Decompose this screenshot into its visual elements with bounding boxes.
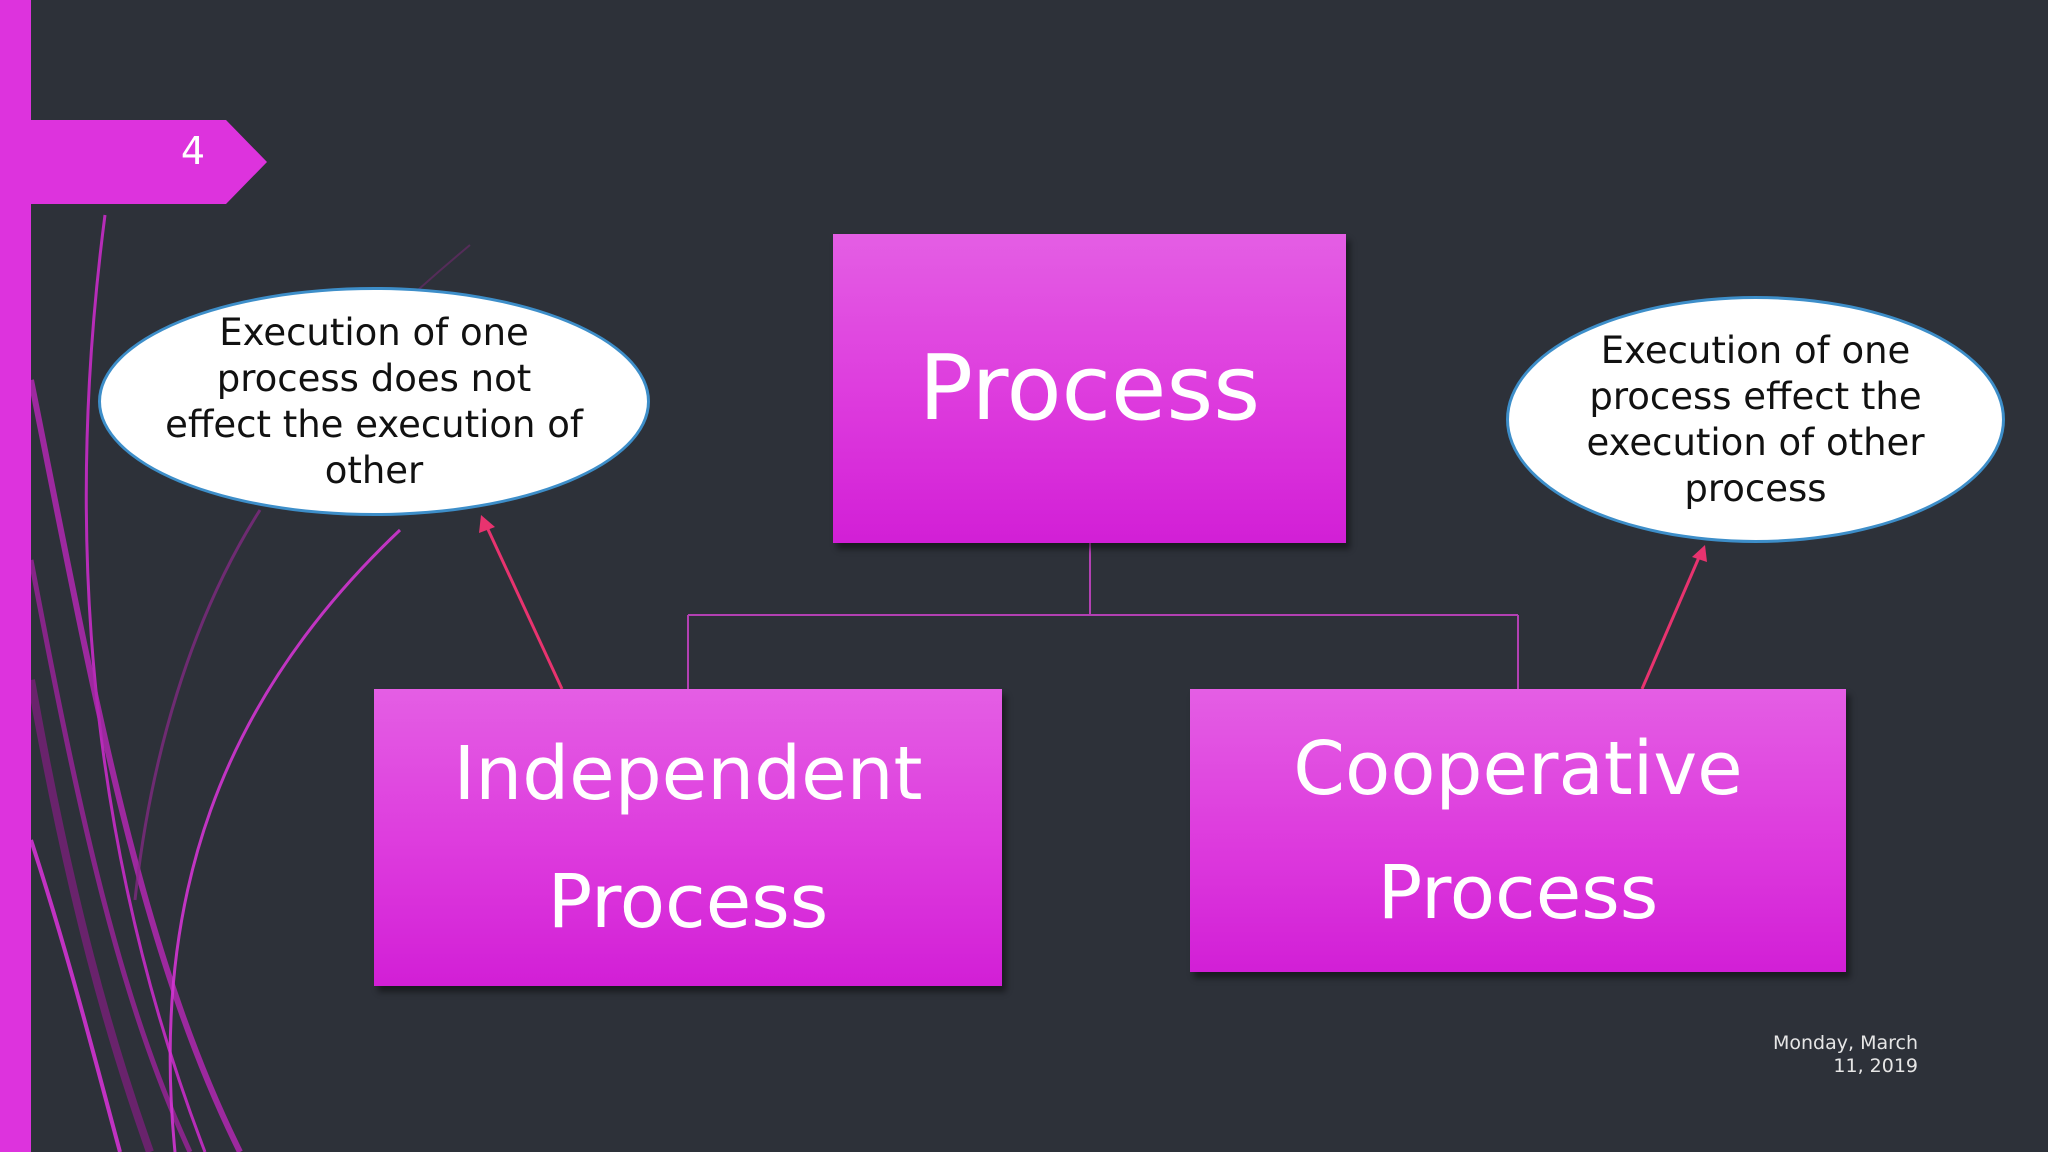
cooperative-label-line2: Process xyxy=(1377,849,1659,936)
callout-independent-text: Execution of one process does not effect… xyxy=(165,310,583,492)
page-number: 4 xyxy=(180,129,206,173)
process-label: Process xyxy=(918,336,1261,441)
callout-cooperative: Execution of one process effect the exec… xyxy=(1506,296,2005,543)
callout-cooperative-text: Execution of one process effect the exec… xyxy=(1586,328,1925,510)
slide-date: Monday, March 11, 2019 xyxy=(1740,1032,1918,1078)
date-line-2: 11, 2019 xyxy=(1833,1055,1918,1077)
process-box: Process xyxy=(833,234,1346,543)
callout-independent: Execution of one process does not effect… xyxy=(98,287,650,516)
cooperative-label-line1: Cooperative xyxy=(1293,725,1743,812)
arrow-left xyxy=(479,515,564,690)
independent-label-line2: Process xyxy=(547,858,829,945)
cooperative-process-box: Cooperative Process xyxy=(1190,689,1846,972)
left-accent-bar xyxy=(0,0,31,1152)
independent-process-box: Independent Process xyxy=(374,689,1002,986)
arrow-right xyxy=(1640,545,1707,690)
date-line-1: Monday, March xyxy=(1772,1032,1918,1054)
page-number-tab xyxy=(31,120,267,204)
independent-label-line1: Independent xyxy=(453,730,923,817)
